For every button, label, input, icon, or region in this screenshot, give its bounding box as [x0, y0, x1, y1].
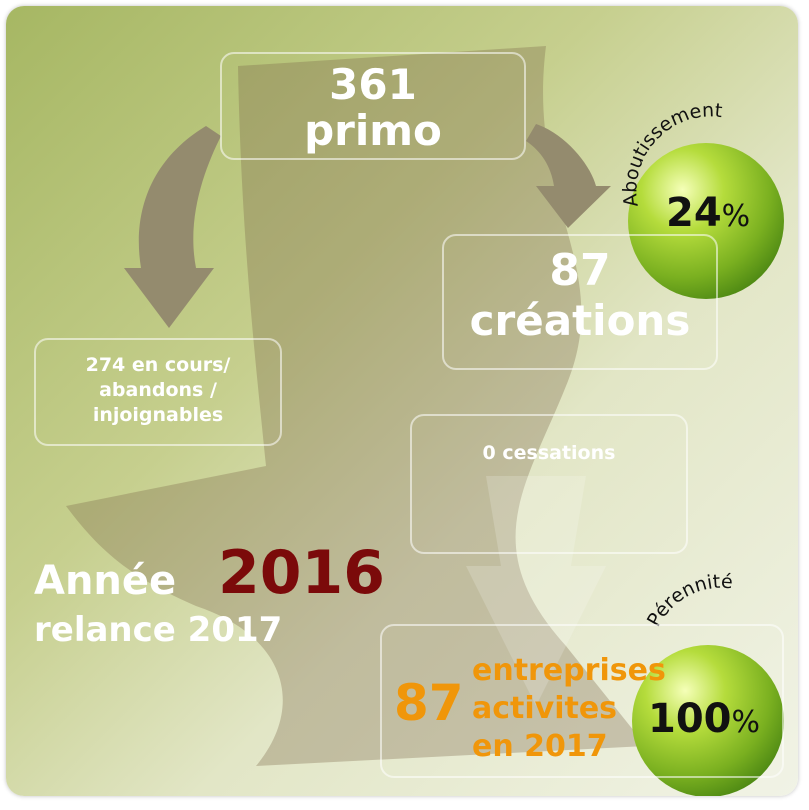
- perennite-ball: [632, 645, 784, 796]
- perennite-label: Pérennité: [643, 571, 734, 631]
- aboutissement-percent: 24%: [666, 190, 750, 236]
- start-label: primo: [304, 106, 442, 155]
- abandons-box: 274 en cours/ abandons / injoignables: [34, 338, 282, 446]
- background-arrows: Aboutissement Pérennité: [66, 46, 784, 796]
- active-box: [380, 624, 784, 778]
- down-arrow-to-active: [466, 476, 606, 706]
- abandons-line-2: abandons /: [99, 379, 217, 401]
- creations-value: 87: [549, 245, 611, 296]
- cessations-box: 0 cessations: [410, 414, 688, 554]
- left-curved-arrow: [124, 126, 221, 328]
- abandons-line-1: 274 en cours/: [85, 354, 231, 376]
- perennite-percent: 100%: [648, 696, 760, 742]
- active-value: 87: [394, 674, 464, 732]
- perennite-unit: %: [731, 705, 761, 740]
- creations-label: créations: [469, 296, 691, 345]
- diagram-panel: Aboutissement Pérennité 361 primo 87 cré…: [6, 6, 798, 796]
- year-value: 2016: [218, 538, 385, 608]
- relance-label: relance 2017: [34, 610, 283, 650]
- active-line-2: activites: [472, 691, 618, 726]
- cessations-label: 0 cessations: [482, 442, 616, 464]
- main-flow-arrow: [66, 46, 646, 766]
- perennite-value: 100: [648, 696, 732, 742]
- active-line-3: en 2017: [472, 729, 608, 764]
- aboutissement-value: 24: [666, 190, 722, 236]
- start-box: 361 primo: [220, 52, 526, 160]
- year-prefix: Année: [34, 558, 177, 604]
- aboutissement-ball: [628, 143, 784, 299]
- abandons-line-3: injoignables: [92, 404, 224, 426]
- start-value: 361: [329, 60, 417, 109]
- creations-box: 87 créations: [442, 234, 718, 370]
- right-curved-arrow: [526, 124, 611, 228]
- active-line-1: entreprises: [472, 653, 666, 688]
- aboutissement-unit: %: [721, 199, 751, 234]
